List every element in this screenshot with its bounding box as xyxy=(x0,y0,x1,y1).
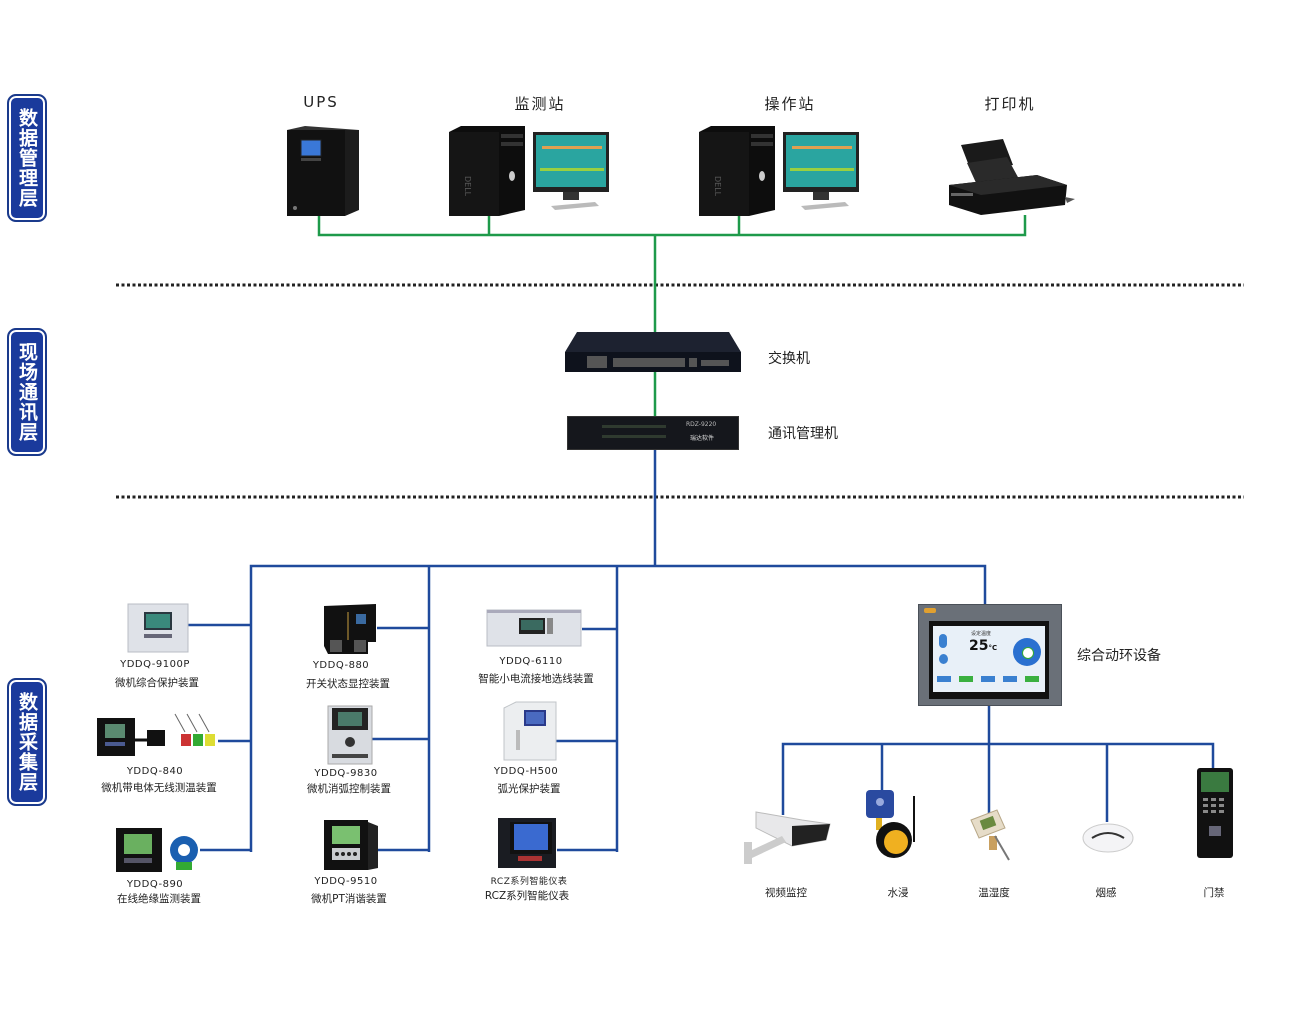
arc-suppression-controller-icon xyxy=(327,705,373,765)
smart-meter-icon xyxy=(498,818,556,868)
device-label-monitor-station: 监测站 xyxy=(514,95,566,113)
device-model: YDDQ-890 xyxy=(126,879,184,890)
workstation-icon: DELL xyxy=(699,126,859,216)
power-dial[interactable] xyxy=(1013,638,1041,666)
device-label-operator-station: 操作站 xyxy=(764,95,816,113)
device-name: 微机PT消谐装置 xyxy=(311,893,387,905)
device-model: YDDQ-H500 xyxy=(493,766,559,777)
device-name: 开关状态显控装置 xyxy=(306,678,390,690)
temperature-value: 25 xyxy=(969,638,989,654)
layer-badge-management: 数据管理层 xyxy=(7,94,47,222)
sensor-label: 门禁 xyxy=(1203,887,1225,899)
grounding-line-selector-icon xyxy=(486,609,582,647)
sensor-label: 水浸 xyxy=(887,887,909,899)
device-model: YDDQ-840 xyxy=(126,766,184,777)
access-control-icon xyxy=(1197,768,1233,858)
hmi-button[interactable] xyxy=(1025,676,1039,682)
hmi-button[interactable] xyxy=(937,676,951,682)
device-model: YDDQ-9830 xyxy=(314,768,378,779)
svg-text:DELL: DELL xyxy=(463,176,472,197)
workstation-icon: DELL xyxy=(449,126,609,216)
smoke-detector-icon xyxy=(1082,823,1134,853)
device-model: YDDQ-9100P xyxy=(120,659,190,670)
ups-icon xyxy=(287,126,359,216)
device-name: 弧光保护装置 xyxy=(497,783,561,795)
brand-logo xyxy=(924,608,936,613)
humidity-icon xyxy=(939,654,948,664)
sensor-label: 烟感 xyxy=(1095,887,1117,899)
device-model: YDDQ-6110 xyxy=(499,656,563,667)
printer-icon xyxy=(949,139,1075,215)
layer-label: 数据采集层 xyxy=(16,692,38,792)
insulation-monitor-icon xyxy=(116,828,198,872)
device-name: 微机综合保护装置 xyxy=(115,677,199,689)
device-model: YDDQ-880 xyxy=(312,660,370,671)
management-bus xyxy=(317,213,1027,418)
camera-icon xyxy=(744,811,831,864)
device-label-ups: UPS xyxy=(303,93,339,111)
device-label-switch: 交换机 xyxy=(768,351,810,367)
water-sensor-icon xyxy=(866,790,915,858)
panel-model: RDZ-9220 xyxy=(686,421,717,428)
device-label-printer: 打印机 xyxy=(984,95,1036,113)
layer-label: 数据管理层 xyxy=(16,108,38,208)
humidity-sensor-icon xyxy=(970,809,1010,861)
hmi-bezel: 设定温度 25°C xyxy=(929,621,1049,699)
device-name: RCZ系列智能仪表 xyxy=(484,890,570,902)
device-name: 微机带电体无线测温装置 xyxy=(101,782,217,794)
svg-text:DELL: DELL xyxy=(713,176,722,197)
sensor-label: 视频监控 xyxy=(765,887,807,899)
device-label-environment-unit: 综合动环设备 xyxy=(1077,648,1161,664)
hmi-screen: 设定温度 25°C xyxy=(933,626,1045,692)
acquisition-bus xyxy=(188,446,1215,852)
device-model: YDDQ-9510 xyxy=(314,876,378,887)
arc-protection-icon xyxy=(503,701,557,761)
protection-relay-icon xyxy=(127,603,189,653)
device-model: RCZ系列智能仪表 xyxy=(490,877,568,887)
environment-unit-panel: 设定温度 25°C xyxy=(918,604,1062,706)
device-name: 在线绝缘监测装置 xyxy=(117,893,201,905)
power-icon[interactable] xyxy=(1022,647,1034,659)
led-strip xyxy=(602,435,666,438)
device-name: 智能小电流接地选线装置 xyxy=(478,673,594,685)
hmi-button[interactable] xyxy=(1003,676,1017,682)
device-name: 微机消弧控制装置 xyxy=(307,783,391,795)
layer-badge-communication: 现场通讯层 xyxy=(7,328,47,456)
hmi-button[interactable] xyxy=(981,676,995,682)
pt-harmonic-eliminator-icon xyxy=(324,820,378,870)
layer-label: 现场通讯层 xyxy=(16,342,38,442)
switch-status-display-icon xyxy=(324,604,376,654)
sensor-label: 温湿度 xyxy=(978,887,1010,899)
led-strip xyxy=(602,425,666,428)
hmi-button[interactable] xyxy=(959,676,973,682)
wireless-temp-sensor-icon xyxy=(97,713,215,756)
thermometer-icon xyxy=(939,634,947,648)
network-switch-icon xyxy=(565,332,741,372)
screen-title: 设定温度 xyxy=(971,631,992,637)
panel-brand: 瑞达软件 xyxy=(690,435,715,442)
temperature-unit: °C xyxy=(988,644,998,652)
layer-badge-acquisition: 数据采集层 xyxy=(7,678,47,806)
comm-manager-icon: RDZ-9220 瑞达软件 xyxy=(567,416,739,450)
temperature-readout: 25°C xyxy=(969,638,997,654)
device-label-comm-manager: 通讯管理机 xyxy=(768,426,838,442)
